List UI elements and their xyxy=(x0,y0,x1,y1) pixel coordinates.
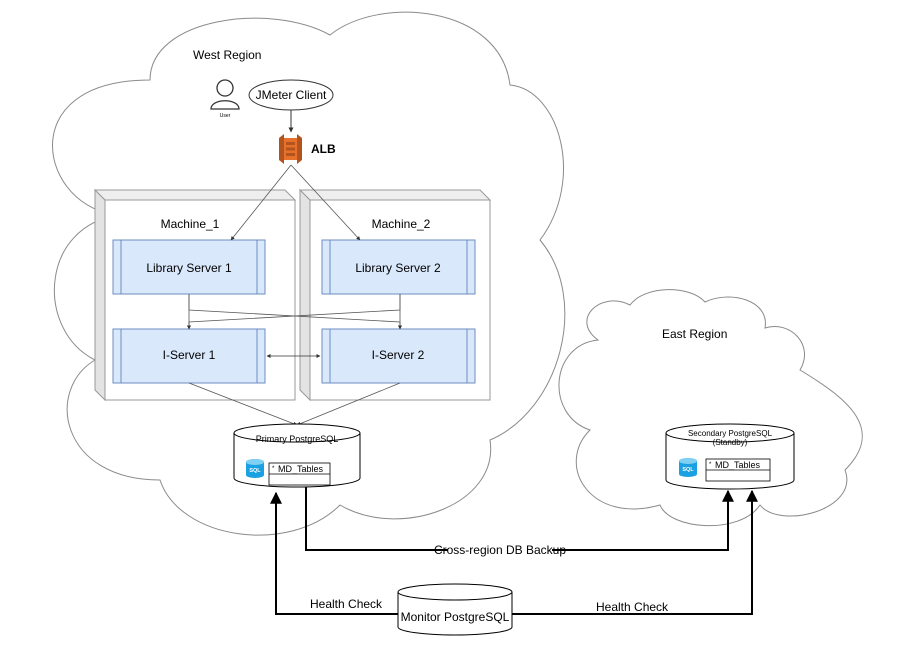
jmeter-client-label: JMeter Client xyxy=(256,88,327,102)
machine-2-title: Machine_2 xyxy=(372,217,431,231)
secondary-postgresql-db[interactable]: Secondary PostgreSQL (Standby) SQL * MD_… xyxy=(665,423,795,490)
primary-table-marker: * xyxy=(272,466,275,472)
user-icon xyxy=(210,79,240,110)
secondary-table-name: MD_Tables xyxy=(715,460,761,470)
health-check-right-label: Health Check xyxy=(596,600,669,614)
library-server-2-label: Library Server 2 xyxy=(355,261,441,275)
library-server-1[interactable]: Library Server 1 xyxy=(112,239,266,295)
health-check-secondary-arrow xyxy=(512,489,758,615)
alb-to-library-1-arrow xyxy=(230,164,292,241)
primary-postgresql-db[interactable]: Primary PostgreSQL SQL * MD_Tables xyxy=(233,423,361,488)
iserver-2[interactable]: I-Server 2 xyxy=(321,328,476,384)
secondary-table-marker: * xyxy=(709,462,712,468)
jmeter-client-node[interactable]: JMeter Client xyxy=(248,79,334,111)
iserver-1[interactable]: I-Server 1 xyxy=(112,328,266,384)
iserver-2-label: I-Server 2 xyxy=(372,348,425,362)
alb-label: ALB xyxy=(311,142,336,156)
cross-region-backup-label: Cross-region DB Backup xyxy=(434,543,566,557)
iserver-1-to-primary-db-arrow xyxy=(188,382,298,426)
alb-icon[interactable] xyxy=(279,134,302,164)
monitor-postgresql-db[interactable]: Monitor PostgreSQL xyxy=(397,583,513,636)
east-region-label: East Region xyxy=(662,327,727,341)
monitor-db-label: Monitor PostgreSQL xyxy=(401,610,510,624)
sql-icon: SQL xyxy=(246,459,264,478)
iserver-1-label: I-Server 1 xyxy=(163,348,216,362)
library-server-1-label: Library Server 1 xyxy=(146,261,232,275)
sql-icon-text: SQL xyxy=(682,467,694,473)
west-region-label: West Region xyxy=(193,48,261,62)
machine-1-title: Machine_1 xyxy=(161,217,220,231)
primary-table-name: MD_Tables xyxy=(278,464,324,474)
secondary-db-title: Secondary PostgreSQL xyxy=(688,429,773,438)
library-server-2[interactable]: Library Server 2 xyxy=(321,239,476,295)
health-check-primary-arrow xyxy=(270,491,398,615)
sql-icon: SQL xyxy=(679,458,697,477)
alb-to-library-2-arrow xyxy=(290,164,361,241)
east-region-cloud xyxy=(558,289,863,527)
secondary-db-subtitle: (Standby) xyxy=(713,438,748,447)
backup-label-bg xyxy=(448,543,552,557)
user-label: User xyxy=(220,113,231,119)
iserver-2-to-primary-db-arrow xyxy=(296,382,401,426)
primary-db-title: Primary PostgreSQL xyxy=(256,434,339,444)
sql-icon-text: SQL xyxy=(249,468,261,474)
health-check-left-label: Health Check xyxy=(310,597,383,611)
